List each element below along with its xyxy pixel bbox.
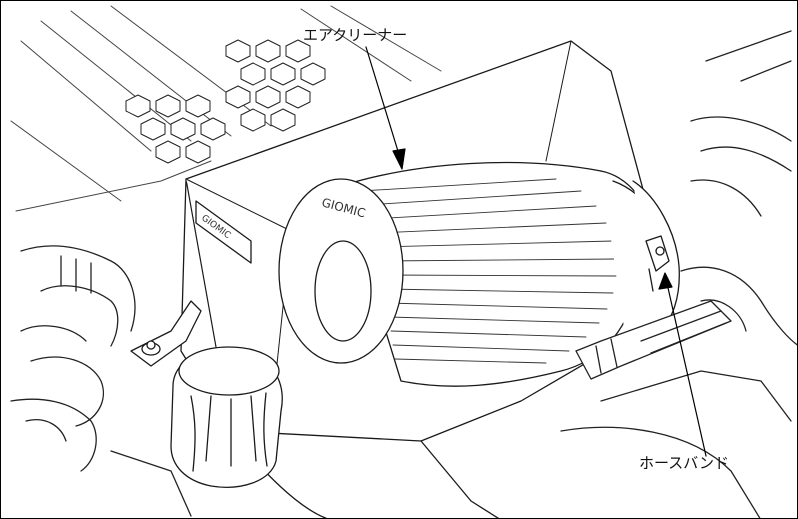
hose-band-label: ホースバンド [639, 454, 730, 472]
left-engine-parts [10, 245, 192, 517]
mounting-bracket [130, 300, 202, 367]
air-filter-element: GIOMIC [278, 161, 670, 387]
engine-cover-lines [10, 5, 442, 212]
vent-hexagons [125, 39, 326, 164]
air-cleaner-label: エアクリーナー [303, 26, 408, 44]
callout-leaders [365, 46, 707, 457]
right-engine-parts [560, 30, 797, 518]
reservoir-cap [170, 346, 283, 488]
